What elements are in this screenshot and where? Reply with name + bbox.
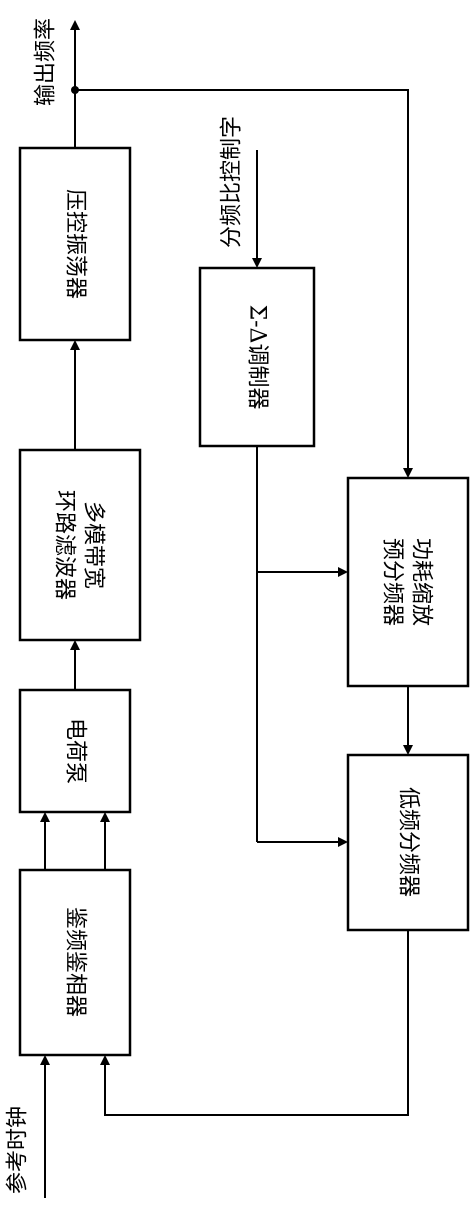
vco-block: 压控振荡器 <box>18 146 132 342</box>
charge-pump-block: 电荷泵 <box>18 688 132 814</box>
prescaler-label-line1: 功耗缩放 <box>409 538 434 626</box>
divider-to-pfd <box>100 930 409 1116</box>
reference-clock-label: 参考时钟 <box>6 1106 31 1194</box>
pfd-label: 鉴频鉴相器 <box>63 907 88 1017</box>
feedback-to-prescaler <box>75 89 413 478</box>
sigma-delta-block: Σ-Δ调制器 <box>198 266 316 448</box>
vco-label: 压控振荡器 <box>63 189 88 299</box>
prescaler-label-line2: 预分频器 <box>380 538 405 626</box>
prescaler-block: 功耗缩放 预分频器 <box>346 476 470 688</box>
division-ratio-word-label: 分频比控制字 <box>220 116 245 248</box>
pfd-block: 鉴频鉴相器 <box>18 868 132 1057</box>
loop-filter-block: 多模带宽 环路滤波器 <box>18 448 142 642</box>
sigma-delta-label: Σ-Δ调制器 <box>245 305 270 410</box>
output-frequency-label: 输出频率 <box>34 18 59 106</box>
low-freq-divider-block: 低频分频器 <box>346 753 470 932</box>
low-freq-divider-label: 低频分频器 <box>396 787 421 897</box>
loop-filter-label-line2: 环路滤波器 <box>52 490 77 600</box>
charge-pump-label: 电荷泵 <box>63 718 88 784</box>
loop-filter-label-line1: 多模带宽 <box>81 501 106 589</box>
